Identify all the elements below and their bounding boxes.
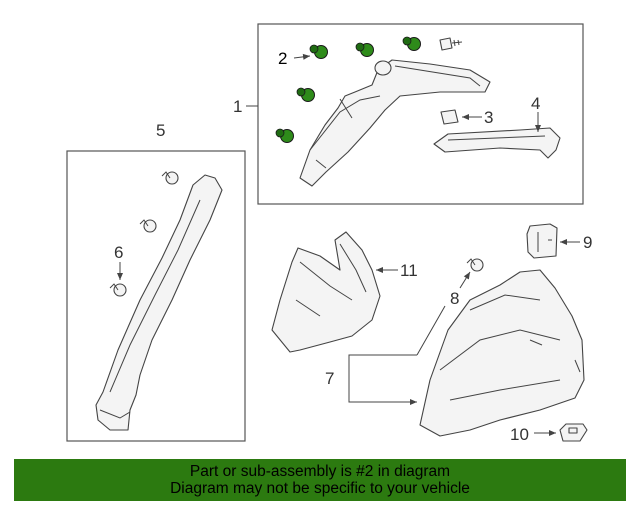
group-box-1 [257, 23, 584, 205]
callout-3: 3 [484, 108, 493, 127]
callout-7: 7 [325, 369, 334, 388]
clip-part-3[interactable] [440, 109, 459, 125]
quarter-trim-panel-part-7[interactable] [419, 269, 585, 437]
info-banner: Part or sub-assembly is #2 in diagram Di… [14, 459, 626, 501]
callout-4: 4 [531, 94, 540, 113]
callout-9: 9 [583, 233, 592, 252]
clip-fastener[interactable] [275, 128, 294, 143]
group-box-5 [66, 150, 246, 442]
quarter-trim-panel-upper[interactable] [299, 59, 491, 187]
callout-8: 8 [450, 289, 459, 308]
banner-line-1: Part or sub-assembly is #2 in diagram [189, 463, 451, 480]
clip-fastener-group[interactable] [275, 36, 421, 143]
clip-fastener-6[interactable] [109, 283, 127, 297]
callout-11: 11 [400, 261, 418, 280]
callout-1: 1 [233, 97, 242, 116]
callout-5: 5 [156, 121, 165, 140]
callout-6: 6 [114, 243, 123, 262]
clip-fastener[interactable] [402, 36, 421, 51]
clip-fastener-5b[interactable] [139, 219, 157, 233]
clip-fastener[interactable] [355, 42, 374, 57]
clip-part-8[interactable] [466, 258, 484, 272]
clip-fastener[interactable] [309, 44, 328, 59]
trim-strip-part-4[interactable] [433, 127, 561, 159]
bolt-screw[interactable] [439, 37, 463, 51]
leader-lines [117, 53, 580, 436]
pillar-trim-part-5[interactable] [95, 174, 223, 431]
banner-line-2: Diagram may not be specific to your vehi… [170, 480, 470, 497]
clip-fastener-5a[interactable] [161, 171, 179, 185]
bracket-panel-part-11[interactable] [271, 231, 381, 353]
bracket-part-9[interactable] [526, 223, 558, 259]
callout-2: 2 [278, 49, 287, 68]
block-part-10[interactable] [559, 423, 588, 442]
clip-fastener[interactable] [296, 87, 315, 102]
callout-10: 10 [510, 425, 529, 444]
